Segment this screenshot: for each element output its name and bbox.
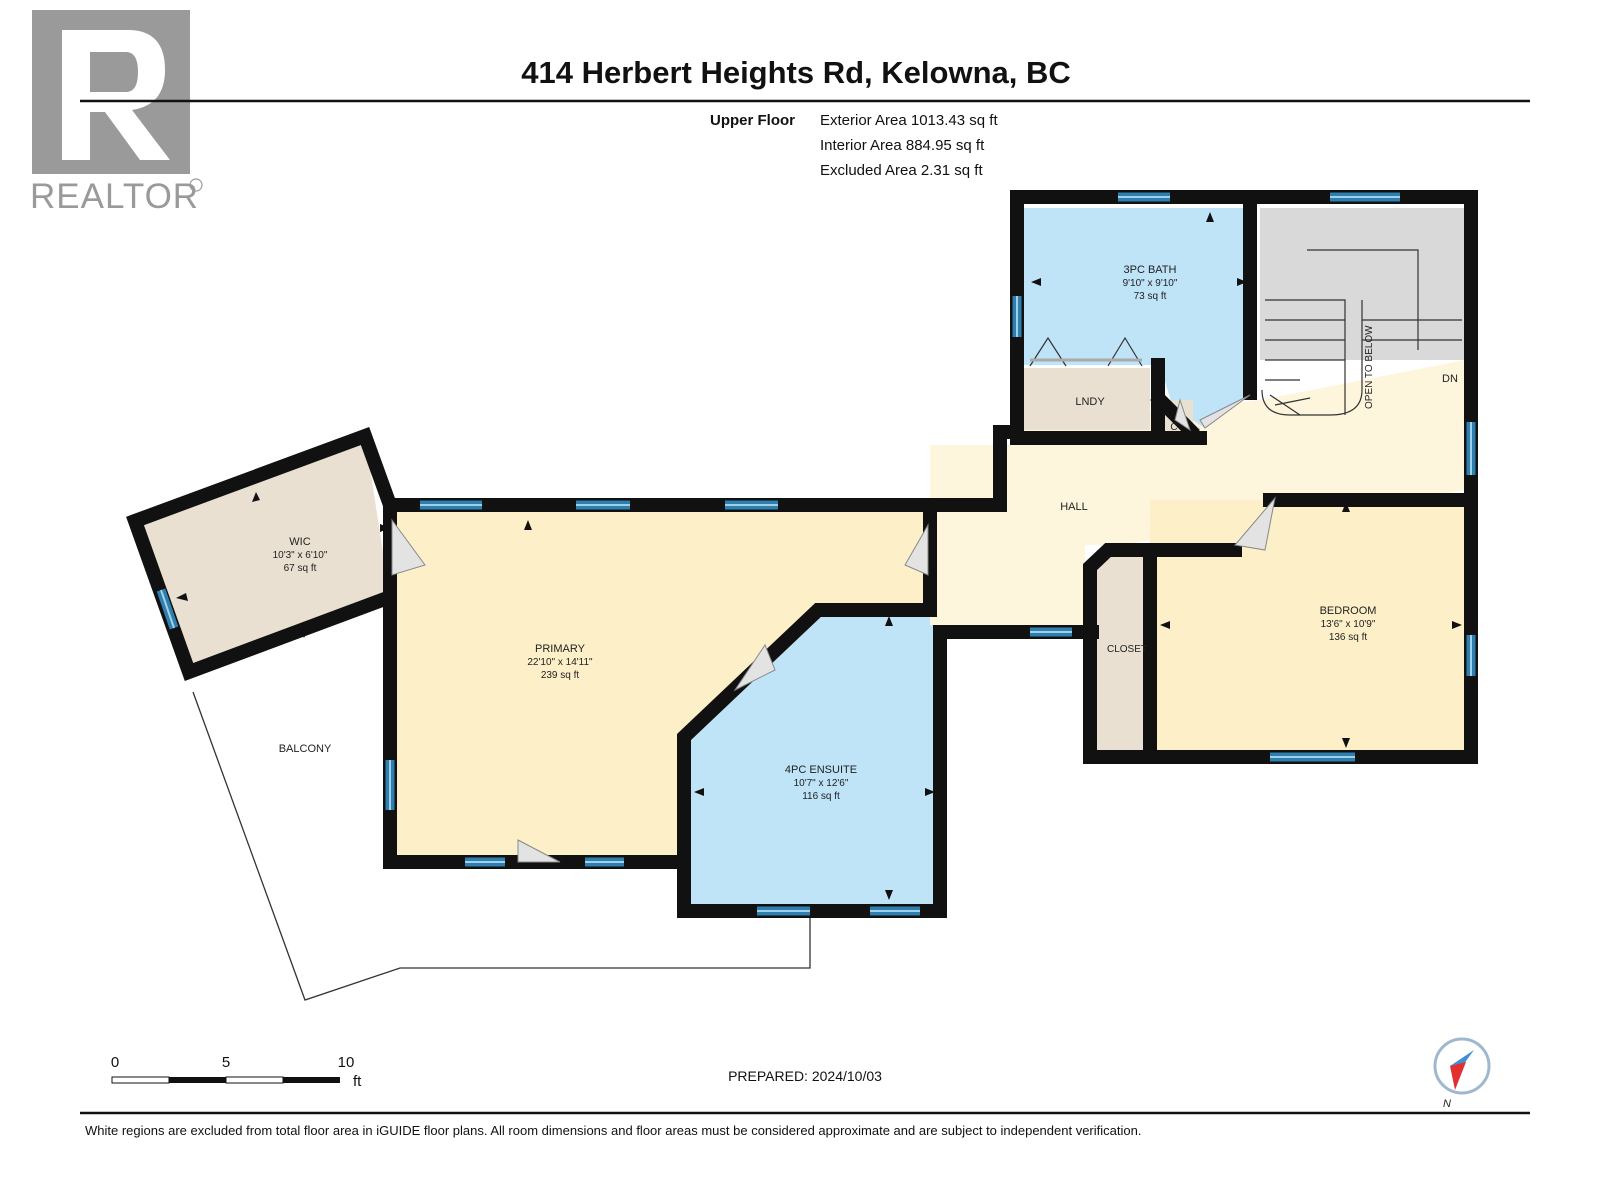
dimension-arrows [176,212,1462,900]
balcony-outline [192,691,811,1001]
compass-label: N [1443,1098,1451,1110]
svg-text:22'10" x 14'11": 22'10" x 14'11" [527,657,593,668]
doors [391,336,1276,863]
svg-text:10'7" x 12'6": 10'7" x 12'6" [794,778,849,789]
svg-text:73 sq ft: 73 sq ft [1134,291,1167,302]
room-label-primary: PRIMARY 22'10" x 14'11" 239 sq ft [527,643,593,681]
room-label-hall: HALL [1060,501,1088,513]
room-label-c: C [1170,422,1177,433]
room-label-wic: WIC 10'3" x 6'10" 67 sq ft [273,536,328,574]
wic-room [135,436,390,672]
scale-bar: 0 5 10 ft [111,1054,362,1090]
bath-room [1017,208,1250,428]
label-open-to-below: OPEN TO BELOW [1364,325,1375,409]
svg-text:13'6" x 10'9": 13'6" x 10'9" [1321,619,1376,630]
label-dn: DN [1442,373,1458,385]
svg-text:136 sq ft: 136 sq ft [1329,632,1368,643]
scale-tick-10: 10 [338,1054,355,1071]
room-label-ensuite: 4PC ENSUITE 10'7" x 12'6" 116 sq ft [785,764,857,802]
closet-room [1097,550,1150,750]
floor-label: Upper Floor [710,112,795,129]
room-label-bedroom: BEDROOM 13'6" x 10'9" 136 sq ft [1320,605,1377,643]
svg-text:4PC ENSUITE: 4PC ENSUITE [785,764,857,776]
scale-tick-0: 0 [111,1054,119,1071]
prepared-date: PREPARED: 2024/10/03 [728,1068,882,1084]
interior-area: Interior Area 884.95 sq ft [820,137,985,154]
compass-icon: N [1433,1037,1491,1110]
page-title: 414 Herbert Heights Rd, Kelowna, BC [521,55,1071,90]
excluded-area: Excluded Area 2.31 sq ft [820,162,983,179]
svg-text:239 sq ft: 239 sq ft [541,670,580,681]
windows [156,192,1476,916]
svg-text:BEDROOM: BEDROOM [1320,605,1377,617]
svg-text:10'3" x 6'10": 10'3" x 6'10" [273,550,328,561]
room-label-balcony: BALCONY [279,743,332,755]
svg-text:9'10" x 9'10": 9'10" x 9'10" [1123,278,1178,289]
footer-disclaimer: White regions are excluded from total fl… [85,1123,1141,1138]
room-label-bath: 3PC BATH 9'10" x 9'10" 73 sq ft [1123,264,1178,302]
primary-room [397,510,930,855]
bedroom-room [1150,500,1465,750]
svg-text:116 sq ft: 116 sq ft [802,791,840,802]
svg-text:PRIMARY: PRIMARY [535,643,586,655]
laundry-room [1022,368,1150,430]
scale-unit: ft [353,1073,362,1090]
svg-text:67 sq ft: 67 sq ft [284,563,317,574]
svg-text:REALTOR: REALTOR [30,177,199,216]
realtor-logo: REALTOR [30,10,203,216]
room-label-lndy: LNDY [1075,396,1105,408]
room-label-closet: CLOSET [1107,644,1147,655]
svg-text:WIC: WIC [289,536,310,548]
scale-tick-5: 5 [222,1054,230,1071]
exterior-area: Exterior Area 1013.43 sq ft [820,112,998,129]
staircase [1261,249,1462,416]
svg-text:3PC BATH: 3PC BATH [1124,264,1177,276]
